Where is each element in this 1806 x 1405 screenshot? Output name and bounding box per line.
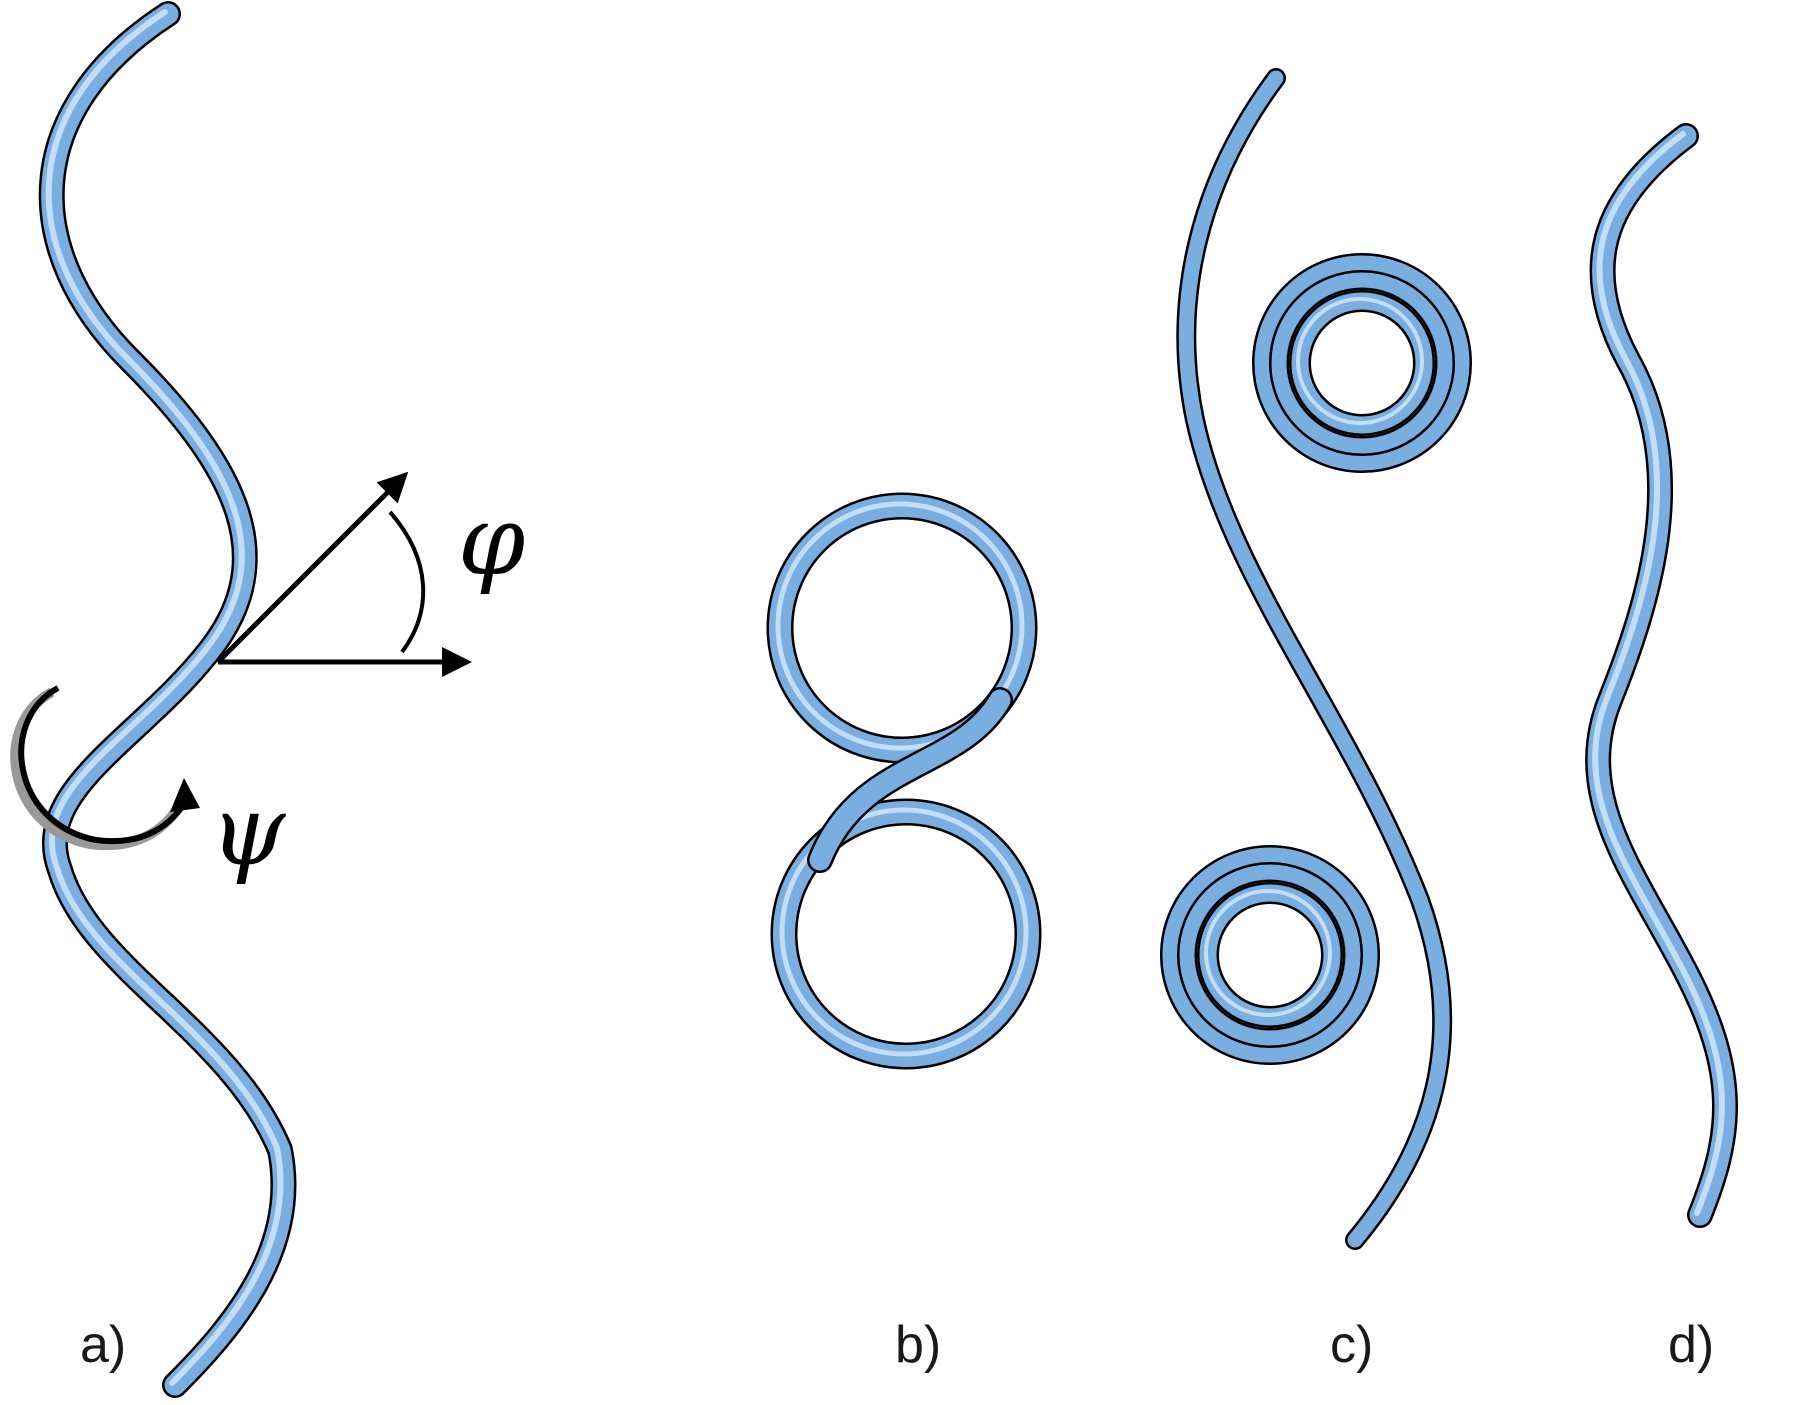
panel-label-d: d) (1668, 1316, 1714, 1374)
psi-symbol: ψ (210, 775, 287, 887)
tangent-arrow (216, 471, 409, 664)
psi-rotation-arrow (18, 685, 187, 845)
panel-label-a: a) (80, 1316, 126, 1374)
panel-a: φ ψ (10, 1, 525, 1398)
panel-c (1160, 68, 1472, 1250)
phi-symbol: φ (458, 485, 525, 597)
rod-c (1160, 68, 1472, 1250)
panel-label-b: b) (895, 1316, 941, 1374)
rod-b (766, 492, 1042, 1070)
panel-b (766, 492, 1042, 1070)
panel-label-c: c) (1330, 1316, 1373, 1374)
panel-d (1585, 123, 1738, 1228)
phi-angle-arc (388, 510, 426, 654)
rod-d (1585, 123, 1738, 1228)
psi-arrowhead-icon (170, 778, 200, 812)
rod-a (38, 1, 297, 1398)
